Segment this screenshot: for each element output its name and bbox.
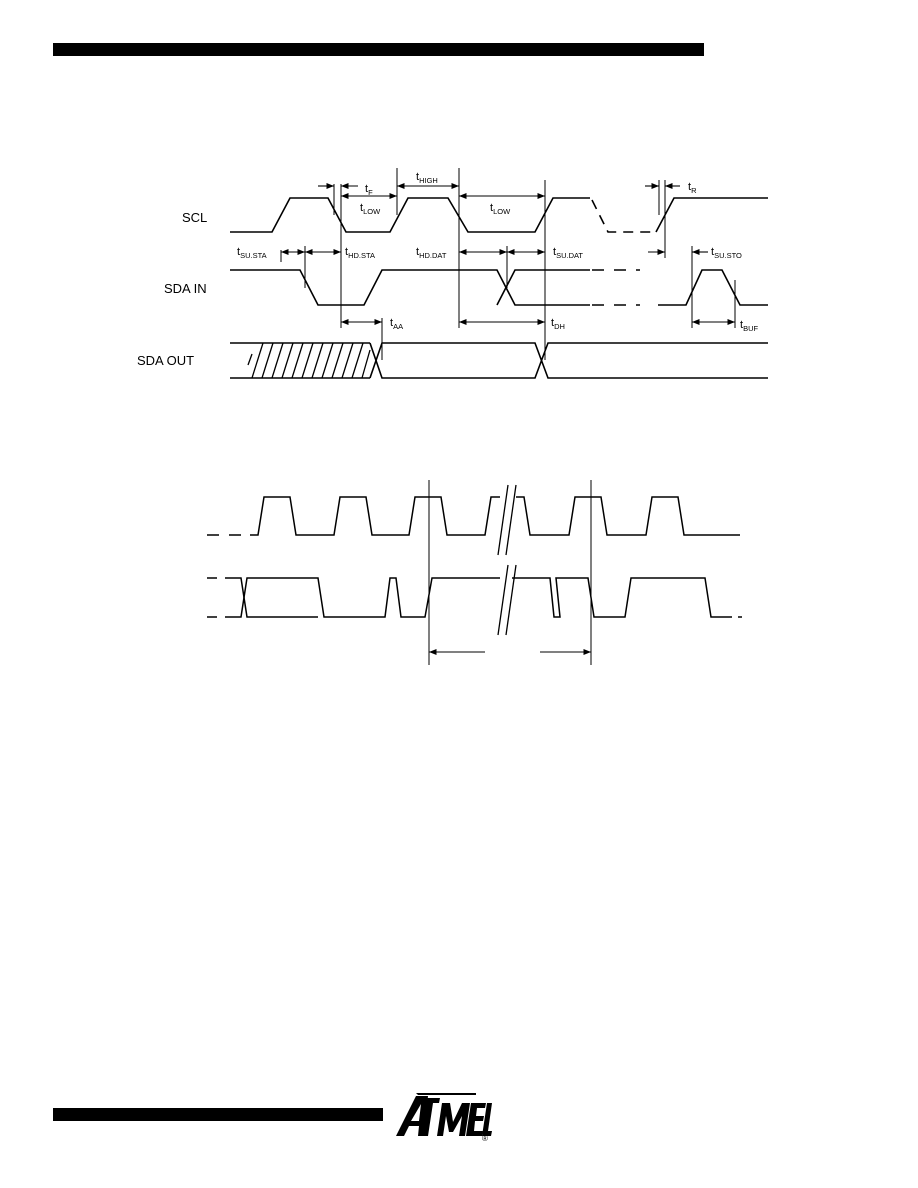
sda-out-transition-1a (369, 342, 768, 379)
data-waveform-c (512, 577, 725, 618)
t-su-sta-label: tSU.STA (237, 246, 267, 260)
clock-waveform-a (250, 496, 500, 536)
clock-waveform-b (516, 496, 740, 536)
t-hd-sta-label: tHD.STA (345, 246, 375, 260)
t-low-2-label: tLOW (490, 202, 511, 216)
scl-waveform (230, 197, 590, 233)
bus-timing-diagram: SCL SDA IN SDA OUT (137, 168, 768, 379)
timing-arrows (281, 182, 735, 326)
data-waveform-x1 (235, 577, 500, 618)
t-buf-label: tBUF (740, 319, 758, 333)
sda-out-hatch (247, 342, 371, 379)
sda-in-waveform (230, 269, 590, 306)
reference-lines (280, 168, 736, 360)
sda-in-label: SDA IN (164, 281, 207, 296)
atmel-logo: ® (396, 1092, 492, 1142)
t-hd-dat-label: tHD.DAT (416, 246, 447, 260)
sda-in-low-continuation (496, 269, 590, 306)
atmel-logo-mark: ® (396, 1093, 492, 1142)
write-cycle-diagram (207, 480, 742, 665)
t-r-label: tR (688, 181, 697, 195)
scl-break (591, 199, 656, 233)
sda-out-label: SDA OUT (137, 353, 194, 368)
scl-waveform-end (655, 197, 768, 233)
t-su-sto-label: tSU.STO (711, 246, 742, 260)
t-f-label: tF (365, 183, 373, 197)
registered-mark: ® (482, 1134, 488, 1142)
sda-in-stop (658, 269, 768, 306)
header-rule (53, 43, 704, 56)
data-waveform-x2 (235, 577, 318, 618)
sda-out-transition-1b (369, 342, 768, 379)
scl-label: SCL (182, 210, 207, 225)
t-aa-label: tAA (390, 317, 403, 331)
t-low-1-label: tLOW (360, 202, 381, 216)
t-dh-label: tDH (551, 317, 565, 331)
break-marks (497, 484, 517, 636)
footer-rule (53, 1108, 383, 1121)
t-high-label: tHIGH (416, 171, 438, 185)
t-su-dat-label: tSU.DAT (553, 246, 583, 260)
